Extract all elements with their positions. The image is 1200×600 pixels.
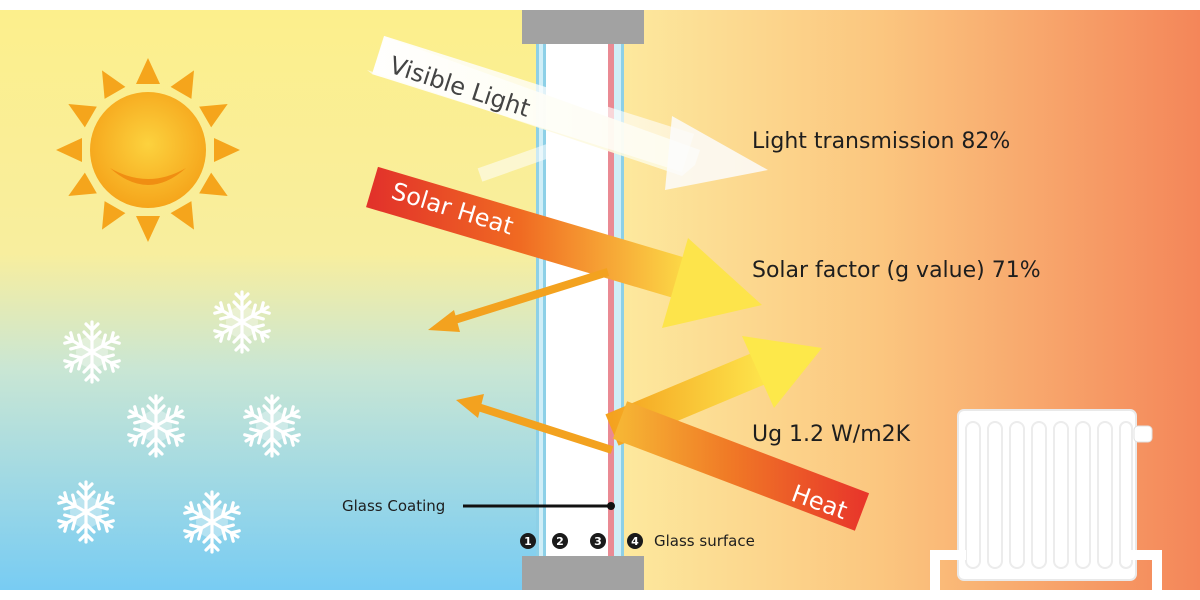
glass-coating-pointer [463,502,615,510]
surface-badge-4: 4 [627,533,643,549]
reflected-heat-arrow [428,268,610,332]
snowflake-icon [183,490,241,554]
surface-badge-2: 2 [552,533,568,549]
radiator-icon [930,409,1162,596]
snowflake-icon [127,394,185,458]
snowflake-icon [57,480,115,544]
sun-icon [56,58,240,242]
svg-text:4: 4 [631,535,639,548]
low-e-coating [608,44,614,556]
surface-badge-3: 3 [590,533,606,549]
snowflake-icon [243,394,301,458]
inner-pane [614,44,624,556]
snowflake-icon [213,290,271,354]
solar-factor-value: Solar factor (g value) 71% [752,258,1041,283]
frame-top [522,10,644,44]
svg-text:3: 3 [594,535,602,548]
svg-text:2: 2 [556,535,564,548]
snowflake-icon [63,320,121,384]
light-transmission-value: Light transmission 82% [752,129,1010,154]
surface-badge-1: 1 [520,533,536,549]
svg-text:1: 1 [524,535,532,548]
ug-value: Ug 1.2 W/m2K [752,422,911,447]
glass-surface-label: Glass surface [654,532,755,550]
surface-badges: 1 2 3 4 [520,533,643,549]
outer-pane [536,44,546,556]
snowflakes [57,290,301,554]
glass-coating-label: Glass Coating [342,497,445,515]
frame-bottom [522,556,644,590]
